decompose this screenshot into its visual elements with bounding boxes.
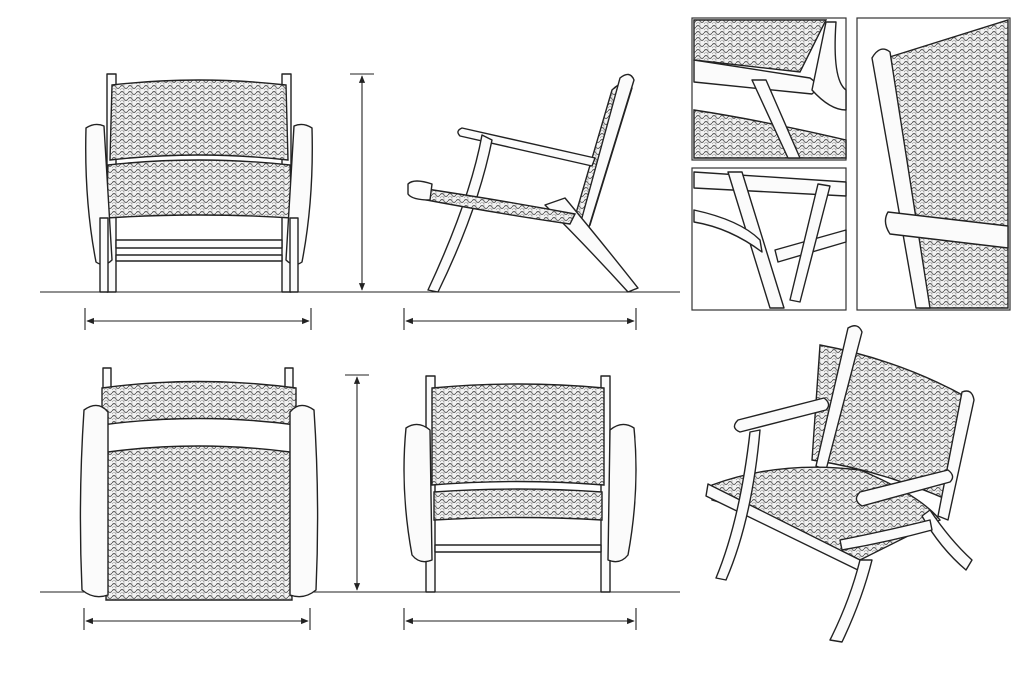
back-view (403, 375, 637, 593)
detail-backrest (856, 17, 1011, 311)
dimension-width-back (403, 608, 637, 630)
dimension-width-front (84, 308, 312, 330)
dimension-height-bottom (345, 374, 369, 591)
dimension-depth-side (403, 308, 637, 330)
detail-joint (691, 167, 847, 311)
dimension-lines (83, 73, 637, 630)
dimension-height-top (350, 73, 374, 291)
top-view (79, 367, 319, 601)
dimension-width-top-view (83, 608, 311, 630)
detail-armrest (691, 17, 847, 161)
side-view (407, 73, 639, 293)
front-view (85, 73, 313, 293)
isometric-view (705, 325, 975, 643)
